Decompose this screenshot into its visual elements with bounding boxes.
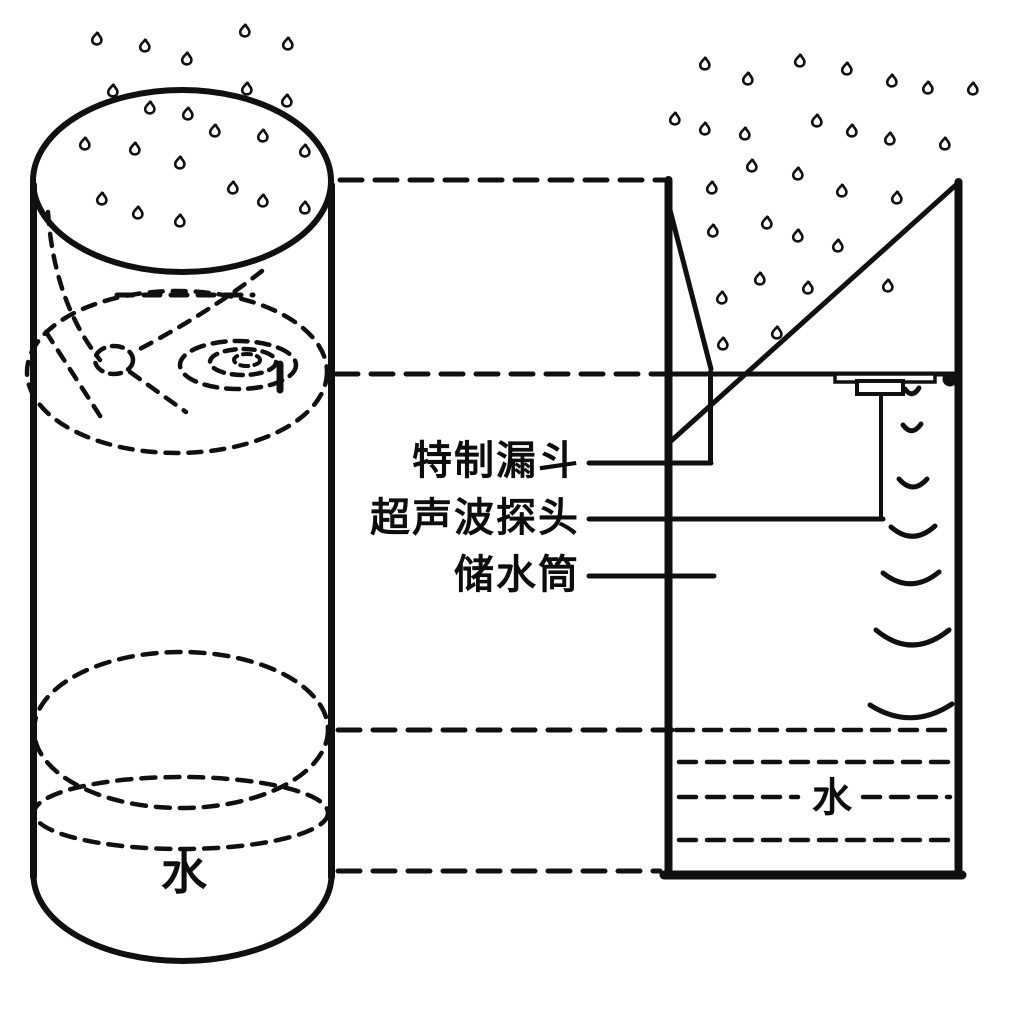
funnel-hidden-edge-b (127, 369, 189, 415)
rain-drop (180, 50, 193, 66)
funnel-left-side (666, 203, 714, 372)
rain-drop (256, 192, 269, 208)
funnel-hidden-edge-a (43, 329, 107, 425)
rain-drop (128, 140, 141, 156)
funnel-rim-hidden (24, 288, 330, 456)
rain-drop (698, 55, 711, 71)
swirl-icon (177, 338, 299, 394)
label-special-funnel: 特制漏斗 (412, 438, 580, 483)
rain-drop (281, 35, 294, 51)
rain-drop (280, 92, 293, 108)
cylinder-bottom (30, 872, 335, 964)
funnel-cone-left-edge (45, 209, 103, 363)
rain-drops-left (78, 22, 311, 228)
rain-drop (698, 120, 711, 136)
rain-drop (831, 237, 844, 253)
rain-drop (885, 72, 898, 88)
rain-drop (801, 279, 814, 295)
rain-drop (173, 154, 186, 170)
water-lower-ellipse (31, 774, 331, 852)
rain-drop (298, 142, 311, 158)
rain-drop (106, 82, 119, 98)
projection-connectors (333, 177, 675, 874)
rain-drop (173, 212, 186, 228)
collector-cylinder-3d (24, 87, 335, 964)
rain-drop (78, 135, 91, 151)
label-water-left: 水 (161, 848, 207, 899)
rain-drop (138, 37, 151, 53)
wave-arc-icon (867, 385, 955, 721)
gauge-cross-section (659, 176, 967, 880)
cylinder-top-rim (30, 87, 334, 275)
rain-drop (240, 80, 253, 96)
rain-drop (883, 130, 896, 146)
rain-drop (668, 110, 681, 126)
rain-drop (745, 157, 758, 173)
rain-drop (760, 214, 773, 230)
funnel-drain-hole (92, 343, 136, 377)
rain-drop (881, 277, 894, 293)
rain-drop (738, 125, 751, 141)
rain-drop (716, 335, 729, 351)
rain-drop (226, 179, 239, 195)
funnel-cone-right-edge (133, 268, 265, 354)
rain-drop (770, 324, 783, 340)
label-ultrasonic-probe: 超声波探头 (370, 495, 580, 540)
rain-drop (753, 270, 766, 286)
label-water-right: 水 (812, 775, 852, 820)
rain-drop (840, 60, 853, 76)
rain-drop (793, 52, 806, 68)
rain-drop (791, 227, 804, 243)
rain-drop (208, 122, 221, 138)
rain-drop (131, 204, 144, 220)
rain-drop (835, 182, 848, 198)
rain-drop (95, 190, 108, 206)
rain-drop (921, 79, 934, 95)
wall-fixing (942, 371, 958, 387)
rain-drop (706, 222, 719, 238)
rain-drop (90, 30, 103, 46)
rain-drop (181, 105, 194, 121)
rain-drop (741, 70, 754, 86)
rain-drop (845, 122, 858, 138)
rain-drop (256, 127, 269, 143)
label-pointers (586, 460, 886, 579)
rain-drop (810, 112, 823, 128)
rain-drop (238, 22, 251, 38)
rain-drop (298, 199, 311, 215)
rain-drop (938, 135, 951, 151)
rain-drop (143, 99, 156, 115)
tank-water-levels (673, 727, 955, 843)
rain-drop (705, 179, 718, 195)
rain-drop (715, 289, 728, 305)
rain-drop (890, 189, 903, 205)
ultrasonic-probe (833, 371, 958, 521)
label-storage-cylinder: 储水筒 (454, 552, 580, 597)
rain-drop (791, 165, 804, 181)
water-surface-ellipse (31, 649, 331, 811)
rain-drop (966, 80, 979, 96)
funnel-slope (668, 181, 960, 444)
